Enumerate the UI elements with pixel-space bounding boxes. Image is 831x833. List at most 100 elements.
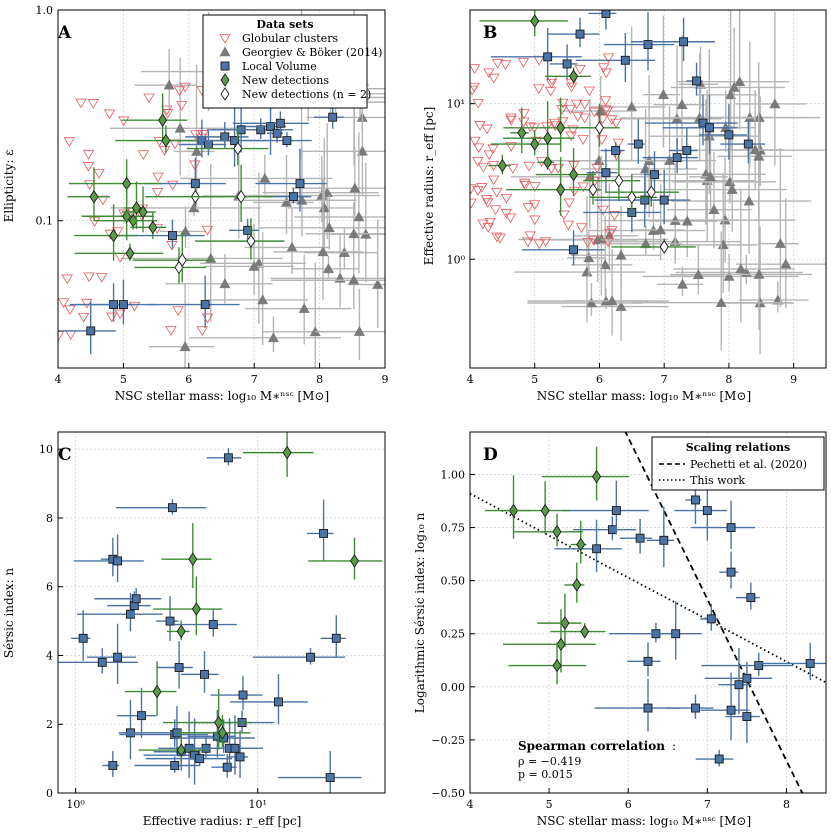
data-point-triangle-down — [58, 298, 70, 309]
data-point-triangle-down — [488, 73, 500, 84]
x-tick-label: 8 — [783, 798, 790, 811]
data-point-triangle — [585, 297, 597, 308]
data-point-diamond — [569, 69, 579, 84]
data-point-triangle-down — [533, 84, 545, 95]
data-point-triangle-down — [118, 116, 130, 127]
data-point-triangle-down — [597, 205, 609, 216]
data-point-diamond — [176, 624, 186, 639]
data-point-triangle-down — [103, 109, 116, 120]
series — [479, 10, 597, 216]
data-point-square — [220, 61, 230, 71]
data-point-triangle — [780, 258, 792, 269]
data-point-triangle-down — [476, 183, 488, 193]
data-point-triangle-down — [518, 117, 530, 128]
data-point-triangle — [298, 303, 310, 313]
data-point-square — [643, 656, 653, 666]
data-point-triangle — [681, 215, 693, 226]
series — [132, 127, 285, 284]
data-point-triangle-down — [491, 232, 503, 243]
data-point-triangle — [348, 228, 360, 239]
data-point-triangle-down — [474, 121, 486, 131]
legend-title: Scaling relations — [686, 441, 791, 454]
data-point-triangle — [280, 196, 293, 207]
data-point-square — [672, 153, 682, 163]
data-point-triangle-down — [491, 58, 504, 69]
data-point-triangle-down — [572, 112, 584, 122]
data-point-square — [131, 594, 141, 604]
data-point-triangle-down — [473, 143, 485, 154]
data-point-triangle-down — [470, 85, 478, 96]
data-point-triangle-down — [567, 125, 579, 136]
data-point-triangle — [657, 89, 669, 99]
data-point-triangle-down — [570, 99, 583, 110]
data-point-triangle-down — [517, 58, 530, 68]
data-point-diamond — [236, 189, 246, 204]
y-tick-label: 6 — [46, 581, 53, 594]
data-point-triangle — [655, 224, 667, 235]
data-point-triangle-down — [558, 210, 570, 221]
data-point-diamond — [220, 87, 230, 101]
legend-entry-globular: Globular clusters — [242, 32, 338, 45]
data-point-diamond — [560, 616, 570, 630]
data-point-triangle-down — [544, 86, 557, 97]
series — [124, 432, 383, 763]
y-tick-label: 4 — [46, 649, 53, 662]
data-point-square — [742, 712, 752, 722]
spearman-rho: ρ = −0.419 — [518, 755, 581, 768]
data-point-square — [562, 59, 572, 69]
data-point-triangle-down — [470, 184, 477, 195]
y-tick-label: 0.00 — [441, 681, 466, 694]
data-point-triangle-down — [488, 175, 500, 186]
data-point-diamond — [217, 726, 227, 740]
data-point-square — [679, 37, 689, 47]
data-point-diamond — [176, 743, 186, 757]
data-point-diamond — [580, 624, 590, 639]
data-point-triangle-down — [152, 172, 164, 183]
data-point-triangle-down — [487, 144, 499, 155]
data-point-triangle-down — [219, 34, 231, 44]
data-point-triangle-down — [472, 98, 484, 109]
data-point-diamond — [497, 158, 507, 173]
data-point-diamond — [530, 14, 540, 28]
data-point-square — [78, 633, 88, 643]
data-point-triangle-down — [63, 137, 76, 147]
legend-title: Data sets — [256, 18, 313, 31]
data-point-triangle — [753, 268, 765, 279]
data-point-triangle-down — [601, 106, 614, 117]
data-point-triangle — [774, 238, 786, 248]
panel-b-ylabel: Effective radius: r_eff [pc] — [422, 107, 436, 266]
data-point-diamond — [191, 602, 201, 616]
y-tick-label: 8 — [46, 512, 53, 525]
data-point-triangle — [323, 222, 335, 233]
data-point-square — [742, 673, 752, 683]
spearman-title-colon: : — [672, 739, 676, 753]
data-point-diamond — [543, 131, 553, 145]
data-point-square — [325, 773, 335, 782]
data-point-square — [691, 495, 700, 505]
data-point-triangle-down — [114, 309, 126, 320]
data-point-triangle — [664, 154, 676, 165]
data-point-triangle-down — [470, 136, 481, 147]
data-point-triangle-down — [583, 86, 595, 97]
data-point-triangle-down — [480, 195, 493, 205]
data-point-diamond — [161, 133, 171, 148]
data-point-square — [691, 703, 700, 713]
data-point-square — [607, 525, 617, 535]
data-point-triangle — [723, 270, 735, 281]
data-point-triangle-down — [548, 118, 561, 129]
x-tick-label: 6 — [185, 373, 192, 386]
data-point-diamond — [659, 240, 669, 254]
data-point-diamond — [246, 234, 256, 248]
data-point-triangle-down — [196, 326, 208, 337]
data-point-diamond — [627, 190, 637, 205]
data-point-square — [706, 614, 716, 624]
data-point-triangle-down — [577, 182, 589, 193]
data-point-diamond — [349, 554, 360, 568]
data-point-diamond — [177, 253, 187, 267]
data-point-square — [165, 616, 175, 626]
data-point-square — [208, 620, 218, 629]
data-point-square — [328, 112, 338, 122]
data-point-triangle — [715, 297, 727, 308]
